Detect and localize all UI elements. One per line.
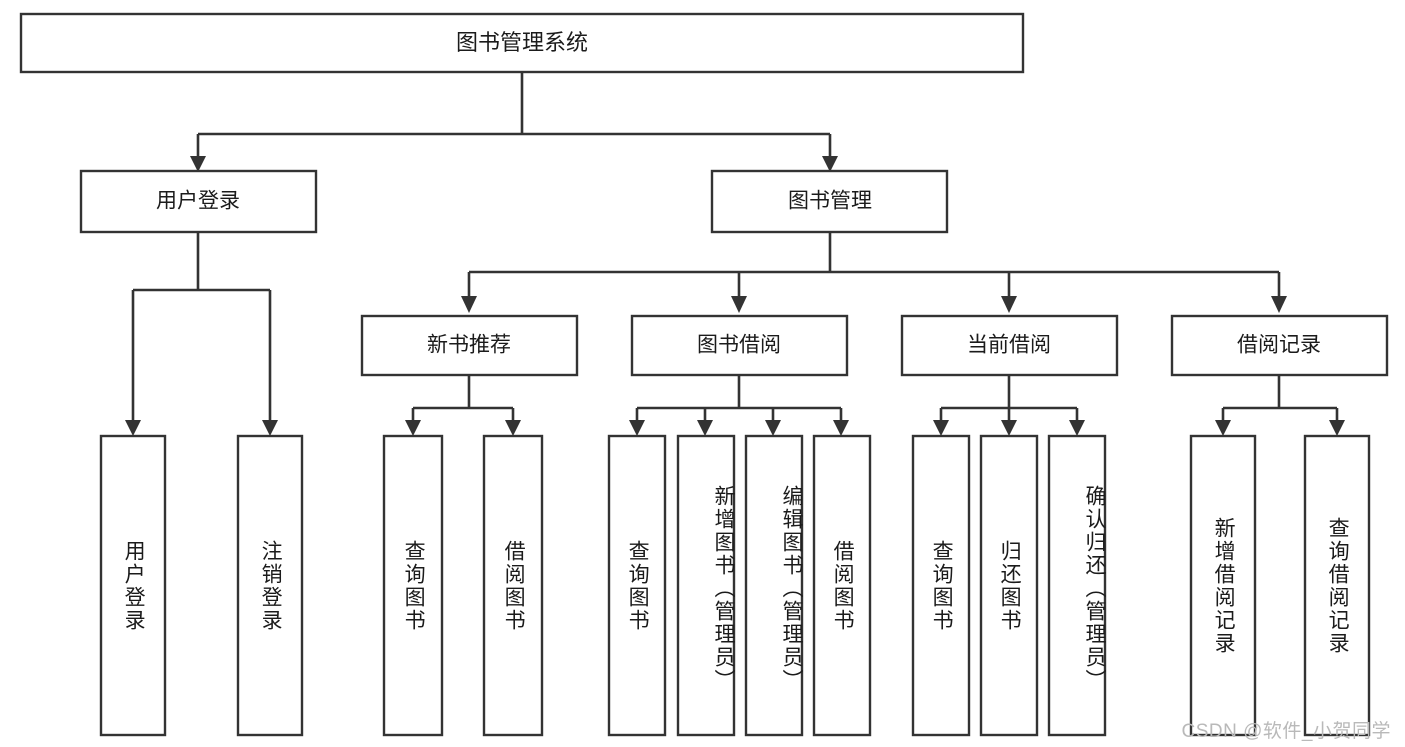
connector-group <box>125 72 1345 436</box>
node-root-box[interactable] <box>19 12 1025 74</box>
connector-currentborrow-bus <box>939 375 1079 422</box>
arrow-new-book-recommend <box>461 296 477 313</box>
node-leaf-query-record-box[interactable] <box>1303 434 1371 737</box>
arrow-user-login <box>190 156 206 172</box>
node-leaf-user-login-box[interactable] <box>99 434 167 737</box>
arrow-leaf-query-record <box>1329 420 1345 436</box>
node-borrow-record-label: 借阅记录 <box>1237 334 1321 357</box>
node-current-borrow[interactable]: 当前借阅 <box>900 314 1119 377</box>
connector-newbook-bus <box>411 375 515 422</box>
connector-borrowrecord-bus <box>1221 375 1339 422</box>
node-book-borrow[interactable]: 图书借阅 <box>630 314 849 377</box>
node-root-label: 图书管理系统 <box>456 30 588 55</box>
node-current-borrow-box[interactable] <box>900 314 1119 377</box>
node-root[interactable]: 图书管理系统 <box>19 12 1025 74</box>
node-current-borrow-label: 当前借阅 <box>967 334 1051 357</box>
node-leaf-add-book-box[interactable] <box>676 434 736 737</box>
node-new-book-recommend-box[interactable] <box>360 314 579 377</box>
node-leaf-user-logout-box[interactable] <box>236 434 304 737</box>
arrow-leaf-borrow-book-1 <box>505 420 521 436</box>
node-user-login-box[interactable] <box>79 169 318 234</box>
arrow-leaf-user-login <box>125 420 141 436</box>
arrow-leaf-confirm-return <box>1069 420 1085 436</box>
arrow-leaf-borrow-book-2 <box>833 420 849 436</box>
node-borrow-record[interactable]: 借阅记录 <box>1170 314 1389 377</box>
connector-root-bus <box>196 72 832 158</box>
arrow-book-borrow <box>731 296 747 313</box>
node-leaf-borrow-book-1-box[interactable] <box>482 434 544 737</box>
node-user-login[interactable]: 用户登录 <box>79 169 318 234</box>
node-leaf-query-book-2-box[interactable] <box>607 434 667 737</box>
arrow-leaf-edit-book <box>765 420 781 436</box>
node-leaf-edit-book-box[interactable] <box>744 434 804 737</box>
node-borrow-record-box[interactable] <box>1170 314 1389 377</box>
arrow-leaf-user-logout <box>262 420 278 436</box>
node-leaf-query-book-1-box[interactable] <box>382 434 444 737</box>
node-new-book-recommend[interactable]: 新书推荐 <box>360 314 579 377</box>
arrow-leaf-query-book-3 <box>933 420 949 436</box>
arrow-leaf-add-book <box>697 420 713 436</box>
arrow-borrow-record <box>1271 296 1287 313</box>
arrow-leaf-query-book-1 <box>405 420 421 436</box>
node-leaf-query-book-3-box[interactable] <box>911 434 971 737</box>
connector-bookborrow-bus <box>635 375 843 422</box>
arrow-leaf-add-record <box>1215 420 1231 436</box>
arrow-current-borrow <box>1001 296 1017 313</box>
arrow-leaf-query-book-2 <box>629 420 645 436</box>
node-book-borrow-box[interactable] <box>630 314 849 377</box>
node-leaf-confirm-return-box[interactable] <box>1047 434 1107 737</box>
arrow-leaf-return-book <box>1001 420 1017 436</box>
connector-bookmanage-bus <box>467 232 1281 298</box>
node-user-login-label: 用户登录 <box>156 190 240 213</box>
node-book-borrow-label: 图书借阅 <box>697 334 781 357</box>
node-leaf-return-book-box[interactable] <box>979 434 1039 737</box>
node-new-book-recommend-label: 新书推荐 <box>427 334 511 357</box>
node-leaf-add-record-box[interactable] <box>1189 434 1257 737</box>
node-leaf-borrow-book-2-box[interactable] <box>812 434 872 737</box>
arrow-book-manage <box>822 156 838 172</box>
connector-userlogin-bus <box>131 232 272 422</box>
csdn-watermark: CSDN @软件_小贺同学 <box>1181 721 1391 742</box>
node-book-manage-box[interactable] <box>710 169 949 234</box>
node-book-manage-label: 图书管理 <box>788 190 872 213</box>
node-book-manage[interactable]: 图书管理 <box>710 169 949 234</box>
